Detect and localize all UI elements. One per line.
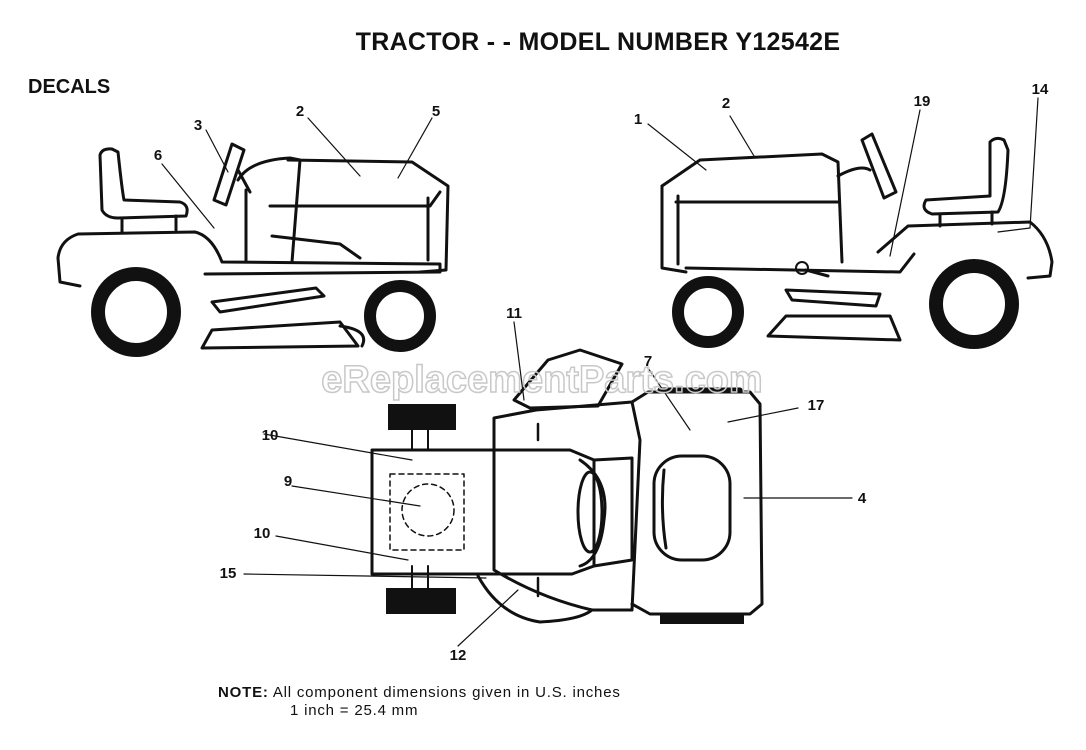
callout-4: 4 <box>858 490 867 507</box>
hood-left <box>286 158 450 274</box>
callout-14: 14 <box>1032 81 1049 98</box>
note-label: NOTE: <box>218 684 269 701</box>
note-line-1: All component dimensions given in U.S. i… <box>272 684 621 701</box>
note-line-2: 1 inch = 25.4 mm <box>290 702 419 719</box>
callout-19: 19 <box>914 93 931 110</box>
callout-10-bottom: 10 <box>254 525 271 542</box>
callout-3: 3 <box>194 117 202 134</box>
mower-deck-right <box>766 314 902 342</box>
callout-17: 17 <box>808 397 825 414</box>
seat-right <box>922 136 1010 216</box>
seat-left <box>98 147 189 220</box>
front-wheel-right <box>672 276 744 348</box>
watermark-text: eReplacementParts.com <box>321 359 762 401</box>
steering-wheel-left <box>212 142 246 207</box>
rear-wheel-right <box>929 259 1019 349</box>
callout-5: 5 <box>432 103 440 120</box>
callout-1: 1 <box>634 111 642 128</box>
callout-11: 11 <box>506 305 522 322</box>
hood-right <box>660 152 844 264</box>
rear-body-top <box>630 390 764 616</box>
rear-wheel-left <box>91 267 181 357</box>
seat-top <box>652 454 732 562</box>
page-title: TRACTOR - - MODEL NUMBER Y12542E <box>355 28 841 56</box>
callout-9: 9 <box>284 473 292 490</box>
callout-12: 12 <box>450 647 467 664</box>
hood-top <box>370 448 596 576</box>
front-tire-top <box>388 404 456 430</box>
callout-15: 15 <box>220 565 237 582</box>
mower-deck-left <box>200 320 360 350</box>
rear-fender-left <box>56 230 442 276</box>
callout-10-top: 10 <box>262 427 279 444</box>
right-side-view <box>647 97 1054 349</box>
section-label: DECALS <box>28 76 111 98</box>
note-block: NOTE: All component dimensions given in … <box>218 684 621 720</box>
top-view <box>243 321 853 647</box>
callout-2-left: 2 <box>296 103 304 120</box>
left-side-view <box>56 117 450 357</box>
callout-2-right: 2 <box>722 95 730 112</box>
callout-6: 6 <box>154 147 162 164</box>
steering-wheel-right <box>860 132 898 200</box>
front-wheel-left <box>364 280 436 352</box>
callout-7: 7 <box>644 353 652 370</box>
front-tire-bottom <box>386 588 456 614</box>
